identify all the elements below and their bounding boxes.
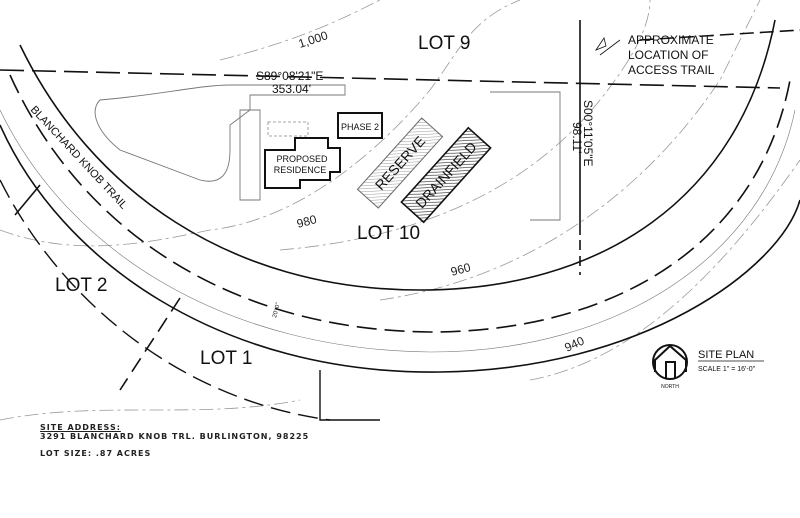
road-lines: [0, 19, 800, 421]
north-distance-label: 353.04': [272, 82, 311, 96]
driveway-outline: [94, 84, 561, 221]
north-bearing-label: S89°08'21"E: [256, 69, 323, 83]
proposed-residence: PROPOSED RESIDENCE: [264, 121, 341, 189]
access-trail-label-1: APPROXIMATE: [628, 33, 714, 47]
lot-10-label: LOT 10: [357, 223, 420, 244]
east-distance-label: 98.11': [570, 122, 584, 153]
lot-size: LOT SIZE: .87 ACRES: [40, 449, 152, 458]
contour-lines: [0, 0, 800, 421]
north-label: NORTH: [661, 384, 679, 390]
contour-1000-label: 1,000: [297, 28, 330, 51]
north-arrow-icon: [652, 344, 688, 380]
reserve-area: RESERVE: [356, 117, 444, 209]
phase-2-label: PHASE 2: [341, 122, 379, 132]
access-trail-label-3: ACCESS TRAIL: [628, 63, 715, 77]
arrow-icon: [594, 37, 607, 51]
lot-1-label: LOT 1: [200, 348, 252, 369]
site-address: 3291 BLANCHARD KNOB TRL. BURLINGTON, 982…: [40, 432, 310, 441]
road-name-label: BLANCHARD KNOB TRAIL: [28, 104, 130, 212]
site-plan-title: SITE PLAN: [698, 349, 754, 361]
site-address-label: SITE ADDRESS:: [40, 423, 121, 432]
road-width-label: 20'-0": [272, 302, 282, 318]
lot-9-label: LOT 9: [418, 33, 470, 54]
residence-label-2: RESIDENCE: [274, 165, 327, 175]
scale-label: SCALE 1" = 16'-0": [698, 366, 756, 373]
phase-2-box: [337, 112, 383, 139]
access-trail-label-2: LOCATION OF: [628, 48, 708, 62]
east-bearing-label: S00°11'05"E: [581, 100, 595, 167]
contour-940-label: 940: [562, 333, 586, 354]
residence-label-1: PROPOSED: [276, 154, 328, 164]
property-lines: [0, 20, 800, 421]
contour-980-label: 980: [295, 212, 318, 231]
lot-2-label: LOT 2: [55, 275, 107, 296]
contour-960-label: 960: [449, 260, 472, 279]
